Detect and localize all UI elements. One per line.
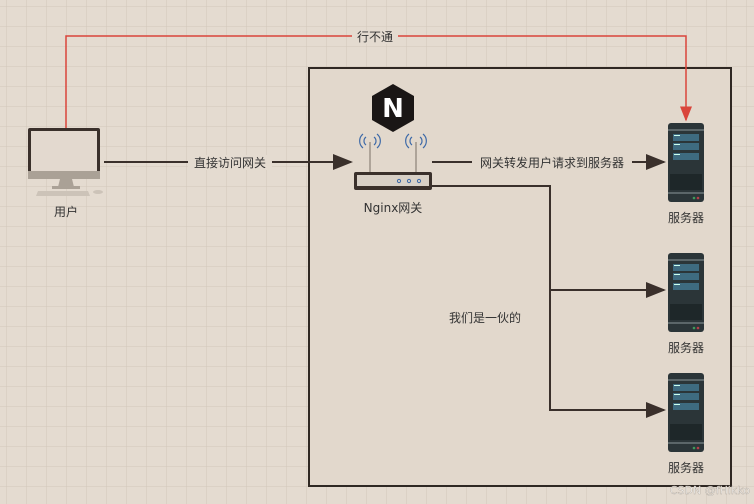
server-label: 服务器	[668, 340, 704, 355]
router-icon	[354, 133, 432, 190]
server-icon	[668, 253, 704, 332]
direct-label: 直接访问网关	[194, 155, 266, 170]
group-label: 我们是一伙的	[449, 310, 521, 325]
server-icon	[668, 373, 704, 452]
gateway-label: Nginx网关	[364, 201, 423, 215]
blocked-label: 行不通	[357, 30, 393, 44]
svg-text:N: N	[382, 94, 404, 124]
nginx-logo-icon: N	[372, 84, 414, 132]
gateway-group-box	[308, 67, 732, 487]
server-icon	[668, 123, 704, 202]
user-computer-icon	[28, 128, 103, 196]
server-label: 服务器	[668, 210, 704, 225]
edge-to-server3	[432, 185, 666, 418]
server-label: 服务器	[668, 460, 704, 475]
forward-label: 网关转发用户请求到服务器	[480, 155, 624, 170]
watermark: CSDN @fHikko	[670, 484, 750, 497]
user-label: 用户	[54, 204, 78, 219]
